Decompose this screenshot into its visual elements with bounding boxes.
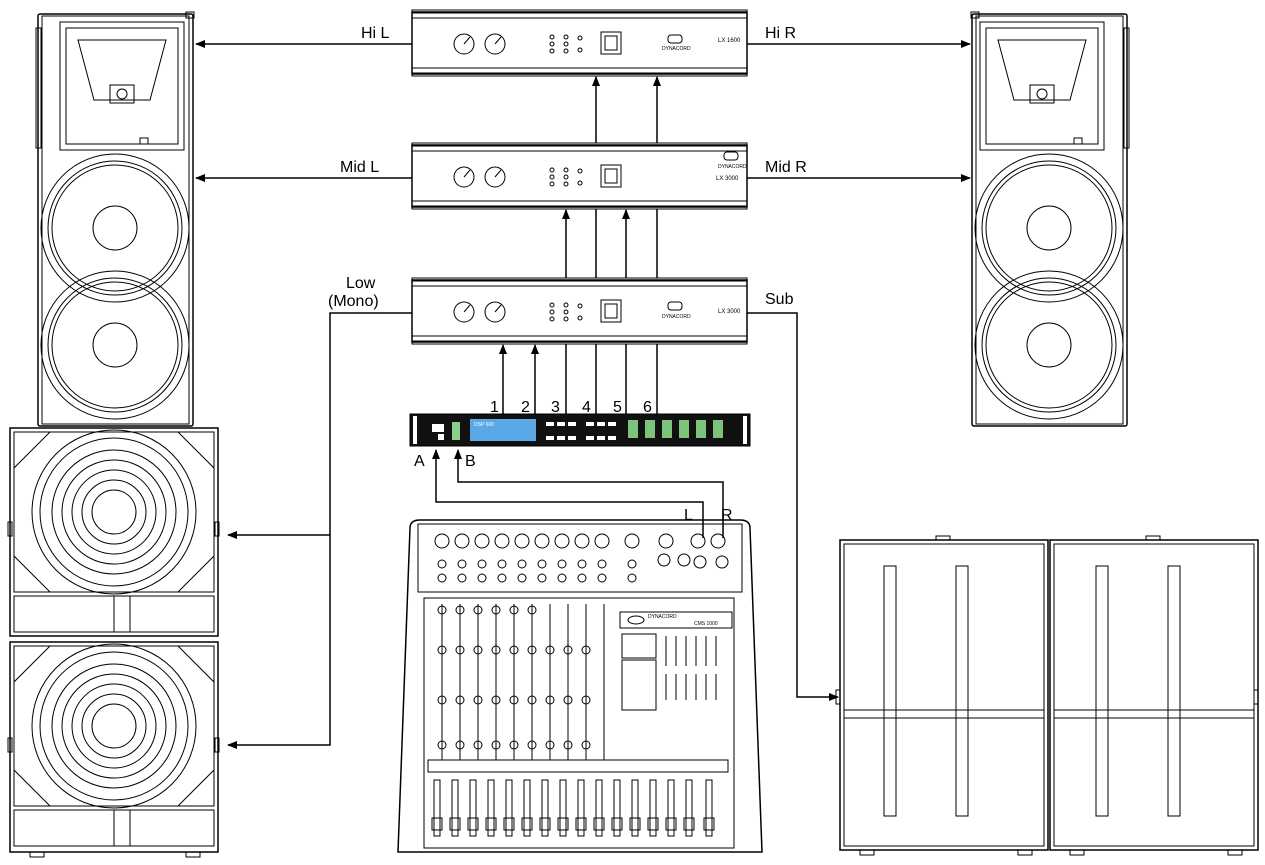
label-mono: (Mono) — [328, 293, 379, 310]
diagram-labels: Hi L Hi R Mid L Mid R Low (Mono) Sub 1 2… — [328, 25, 807, 524]
mixer-master-section: DYNACORD CMS 1000 — [619, 611, 733, 711]
amplifier-low: DYNACORD LX 3000 — [411, 277, 748, 345]
amp-hi-brand: DYNACORD — [662, 46, 691, 52]
label-out-5: 5 — [613, 399, 622, 416]
amplifier-mid: DYNACORD LX 3000 — [411, 142, 748, 210]
woofer-left-upper — [40, 153, 190, 303]
amp-low-model: LX 3000 — [718, 309, 741, 315]
label-out-3: 3 — [551, 399, 560, 416]
wire-low-lower — [227, 535, 331, 749]
mixer-brand: DYNACORD — [648, 614, 677, 620]
amp-mid-brand: DYNACORD — [718, 164, 747, 170]
mixer-input-row — [434, 533, 729, 583]
top-speaker-right — [970, 11, 1130, 427]
mixer-channel-strips — [437, 604, 605, 760]
woofer-right-lower — [974, 270, 1124, 420]
wire-mix-l — [432, 449, 704, 538]
label-low: Low — [346, 275, 376, 292]
mixing-console: DYNACORD CMS 1000 — [397, 519, 763, 853]
mixer-faders — [427, 759, 729, 837]
wire-sub — [747, 312, 839, 701]
label-mid-r: Mid R — [765, 159, 807, 176]
signal-wires — [195, 40, 971, 749]
amp-low-brand: DYNACORD — [662, 314, 691, 320]
speaker-processor: DSP 600 — [409, 413, 751, 447]
label-in-a: A — [414, 453, 425, 470]
woofer-right-upper — [974, 153, 1124, 303]
wire-mix-r — [454, 449, 724, 538]
horn-right — [979, 21, 1105, 151]
label-mid-l: Mid L — [340, 159, 379, 176]
label-out-6: 6 — [643, 399, 652, 416]
label-hi-r: Hi R — [765, 25, 796, 42]
amp-mid-model: LX 3000 — [716, 176, 739, 182]
processor-model: DSP 600 — [474, 422, 494, 428]
subwoofer-right-a — [835, 535, 1049, 856]
label-sub: Sub — [765, 291, 794, 308]
subwoofer-left-lower — [7, 641, 220, 858]
mixer-model: CMS 1000 — [694, 621, 718, 627]
amplifier-hi: DYNACORD LX 1600 — [411, 9, 748, 77]
horn-left — [59, 21, 185, 151]
woofer-left-lower — [40, 270, 190, 420]
label-in-b: B — [465, 453, 476, 470]
label-out-4: 4 — [582, 399, 591, 416]
wire-low-upper — [227, 312, 412, 539]
subwoofer-right-b — [1049, 535, 1259, 856]
top-speaker-left — [35, 11, 195, 427]
label-mix-l: L — [684, 507, 693, 524]
amp-hi-model: LX 1600 — [718, 38, 741, 44]
label-mix-r: R — [721, 507, 733, 524]
label-out-2: 2 — [521, 399, 530, 416]
label-out-1: 1 — [490, 399, 499, 416]
subwoofer-left-upper — [7, 427, 220, 637]
label-hi-l: Hi L — [361, 25, 390, 42]
